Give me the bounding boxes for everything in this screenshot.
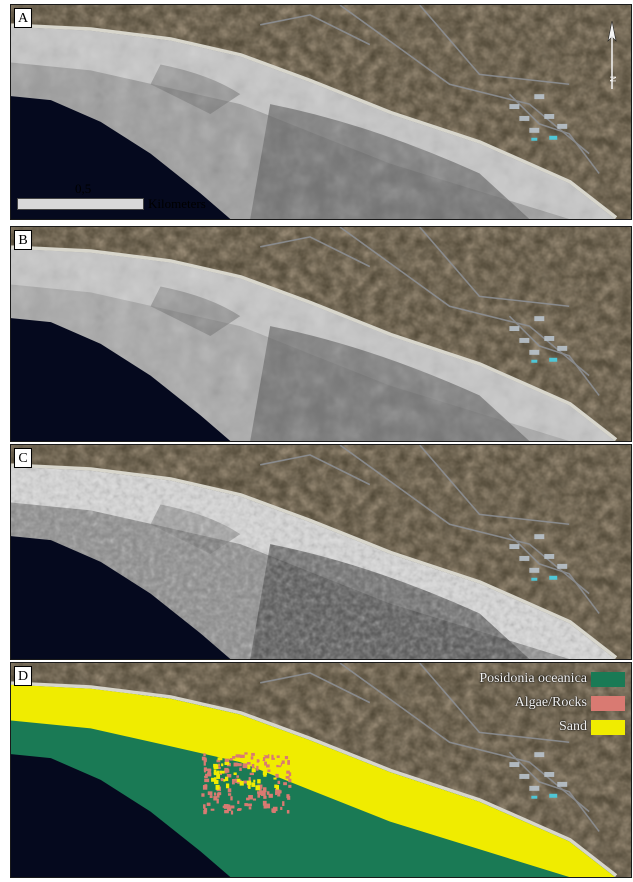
- satellite-image-c: [11, 445, 631, 659]
- legend-swatch-algae-rocks: [591, 696, 625, 711]
- panel-label-d: D: [14, 666, 32, 686]
- panel-label-a: A: [14, 8, 32, 28]
- legend-label-posidonia: Posidonia oceanica: [479, 671, 587, 686]
- classification-map-d: [11, 663, 631, 877]
- north-arrow-icon: N: [607, 20, 617, 89]
- legend-label-algae-rocks: Algae/Rocks: [514, 695, 587, 710]
- legend-label-sand: Sand: [559, 719, 587, 734]
- scale-bar-unit: Kilometers: [148, 196, 206, 211]
- scale-bar-graphic: [17, 198, 144, 210]
- panel-a: A 0,5 Kilometers N: [10, 4, 632, 220]
- panel-label-c: C: [14, 448, 32, 468]
- legend-item-algae-rocks: Algae/Rocks: [435, 693, 625, 715]
- panel-b: B: [10, 226, 632, 442]
- panel-d: D Posidonia oceanica Algae/Rocks Sand: [10, 662, 632, 878]
- scale-bar-value: 0,5: [75, 181, 92, 196]
- legend-swatch-sand: [591, 720, 625, 735]
- panel-c: C: [10, 444, 632, 660]
- satellite-image-b: [11, 227, 631, 441]
- north-arrow-label: N: [608, 76, 617, 82]
- panel-label-b: B: [14, 230, 32, 250]
- legend-item-posidonia: Posidonia oceanica: [435, 669, 625, 691]
- legend-swatch-posidonia: [591, 672, 625, 687]
- scale-bar: 0,5 Kilometers: [17, 181, 217, 215]
- satellite-image-a: [11, 5, 631, 219]
- legend: Posidonia oceanica Algae/Rocks Sand: [435, 669, 625, 741]
- legend-item-sand: Sand: [435, 717, 625, 739]
